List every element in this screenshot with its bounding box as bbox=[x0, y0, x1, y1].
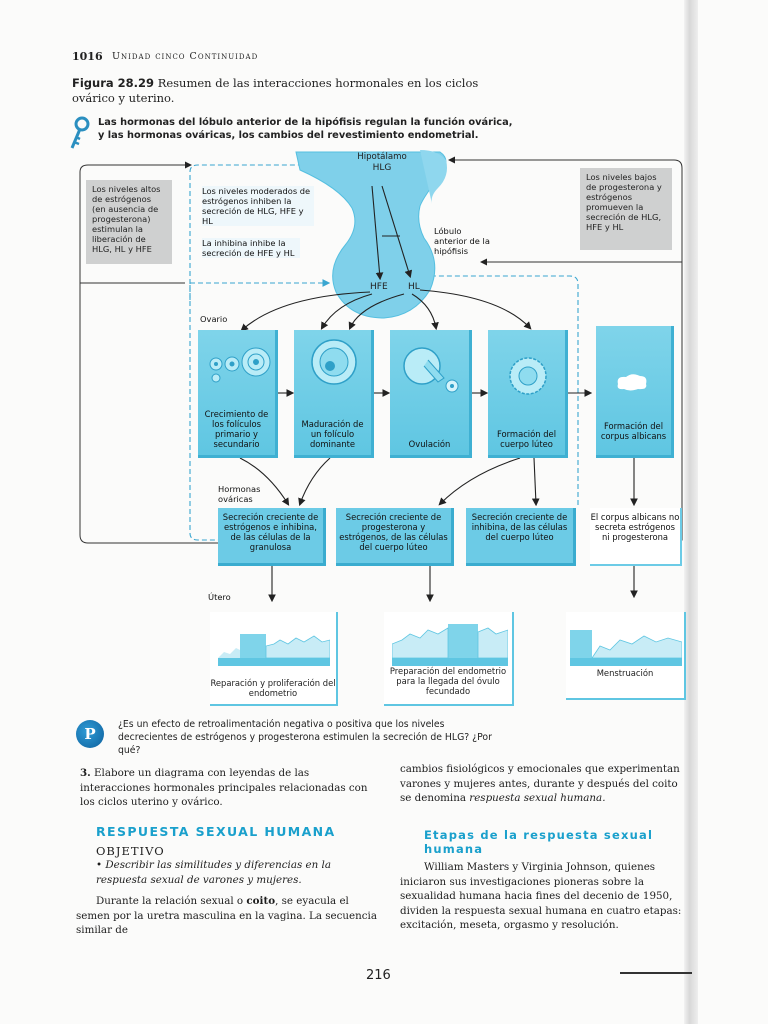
stage-label: Crecimiento de los folículos primario y … bbox=[200, 409, 273, 449]
review-item-text: Elabore un diagrama con leyendas de las … bbox=[80, 767, 368, 808]
section-title: RESPUESTA SEXUAL HUMANA bbox=[96, 824, 336, 839]
uterine-panel-preparation: Preparación del endometrio para la llega… bbox=[384, 612, 514, 706]
stage-label: Formación del cuerpo lúteo bbox=[490, 429, 563, 449]
hlg-label: HLG bbox=[354, 163, 410, 173]
term-coitus: coito bbox=[246, 895, 275, 907]
paragraph-coitus-start: Durante la relación sexual o bbox=[96, 895, 243, 907]
paragraph-coitus: Durante la relación sexual o coito, se e… bbox=[76, 894, 380, 938]
ovarian-hormones-label: Hormonas ováricas bbox=[218, 484, 278, 504]
ovary-label: Ovario bbox=[200, 314, 227, 324]
corpus-albicans-icon bbox=[612, 370, 652, 394]
stage-card-follicle-growth: Crecimiento de los folículos primario y … bbox=[198, 330, 278, 458]
ovulation-icon bbox=[398, 344, 464, 400]
subsection-title: Etapas de la respuesta sexual humana bbox=[424, 828, 674, 856]
lobe-label: Lóbulo anterior de la hipófisis bbox=[434, 226, 490, 256]
review-item-number: 3. bbox=[80, 767, 91, 779]
endometrium-thick-icon bbox=[392, 620, 508, 666]
stage-card-ovulation: Ovulación bbox=[390, 330, 472, 458]
endometrium-thin-icon bbox=[218, 622, 330, 666]
uterine-label: Reparación y proliferación del endometri… bbox=[210, 678, 336, 698]
secretion-box-granulosa: Secreción creciente de estrógenos e inhi… bbox=[218, 508, 326, 566]
uterine-panel-repair: Reparación y proliferación del endometri… bbox=[210, 612, 338, 706]
secretion-box-albicans: El corpus albicans no secreta estrógenos… bbox=[590, 508, 682, 566]
stage-card-corpus-albicans: Formación del corpus albicans bbox=[596, 326, 674, 458]
uterine-label: Menstruación bbox=[566, 668, 684, 678]
menstruation-icon bbox=[570, 624, 682, 666]
hl-label: HL bbox=[408, 282, 420, 292]
hypothalamus-label: Hipotálamo bbox=[354, 152, 410, 162]
footer-rule bbox=[620, 972, 692, 974]
low-progesterone-box: Los niveles bajos de progesterona y estr… bbox=[580, 168, 672, 250]
stage-label: Maduración de un folículo dominante bbox=[296, 419, 369, 449]
question-text: ¿Es un efecto de retroalimentación negat… bbox=[118, 718, 498, 757]
uterine-panel-menstruation: Menstruación bbox=[566, 612, 686, 700]
high-estrogen-box: Los niveles altos de estrógenos (en ause… bbox=[86, 180, 172, 264]
uterine-label: Preparación del endometrio para la llega… bbox=[384, 666, 512, 696]
secretion-box-inhibin: Secreción creciente de inhibina, de las … bbox=[466, 508, 576, 566]
review-item: 3. Elabore un diagrama con leyendas de l… bbox=[80, 766, 378, 810]
dominant-follicle-icon bbox=[308, 336, 360, 388]
term-sexual-response: respuesta sexual humana. bbox=[469, 792, 605, 804]
objective-text: • Describir las similitudes y diferencia… bbox=[96, 858, 378, 887]
footer-page-number: 216 bbox=[366, 968, 391, 983]
moderate-estrogen-note: Los niveles moderados de estrógenos inhi… bbox=[202, 186, 314, 226]
corpus-luteum-icon bbox=[504, 354, 552, 400]
hfe-label: HFE bbox=[370, 282, 388, 292]
stages-paragraph: William Masters y Virginia Johnson, quie… bbox=[400, 860, 684, 933]
stage-label: Formación del corpus albicans bbox=[598, 421, 669, 441]
stage-card-dominant-follicle: Maduración de un folículo dominante bbox=[294, 330, 374, 458]
stage-card-corpus-luteum: Formación del cuerpo lúteo bbox=[488, 330, 568, 458]
objective-title: OBJETIVO bbox=[96, 844, 165, 858]
right-col-text: cambios fisiológicos y emocionales que e… bbox=[400, 762, 684, 806]
follicles-icon bbox=[206, 340, 272, 386]
inhibin-note: La inhibina inhibe la secreción de HFE y… bbox=[202, 238, 300, 258]
uterus-label: Útero bbox=[208, 592, 231, 602]
question-badge: P bbox=[76, 720, 104, 748]
stage-label: Ovulación bbox=[392, 439, 467, 449]
secretion-box-luteal: Secreción creciente de progesterona y es… bbox=[336, 508, 454, 566]
